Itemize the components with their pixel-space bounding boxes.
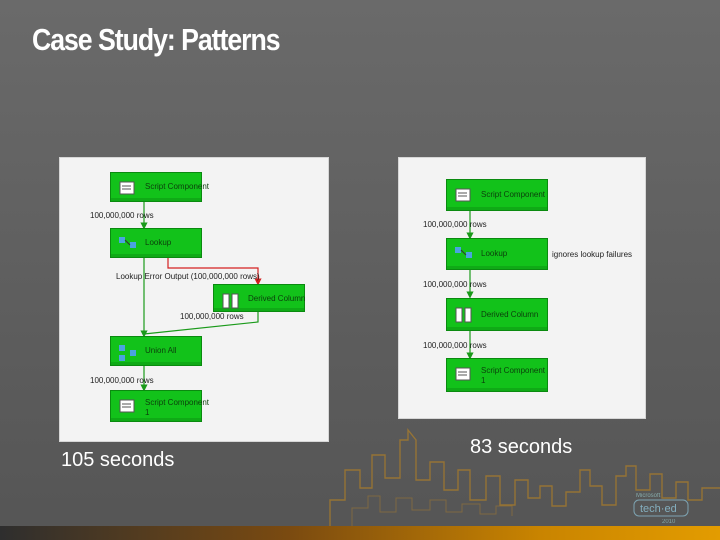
union-all-icon bbox=[119, 345, 136, 361]
union-all-component[interactable]: Union All bbox=[110, 336, 202, 366]
svg-text:2010: 2010 bbox=[662, 519, 676, 525]
lookup-icon bbox=[455, 247, 472, 258]
component-label: Script Component bbox=[145, 182, 210, 191]
script-component-source[interactable]: Script Component bbox=[110, 172, 209, 202]
lookup-component[interactable]: Lookup bbox=[446, 238, 548, 270]
derived-column-component[interactable]: Derived Column bbox=[446, 298, 548, 331]
panel-b-connectors bbox=[466, 211, 474, 360]
svg-text:tech·ed: tech·ed bbox=[640, 503, 677, 515]
derived-column-icon bbox=[455, 307, 472, 323]
component-label: Derived Column bbox=[481, 310, 539, 319]
slide-title: Case Study: Patterns bbox=[32, 22, 281, 57]
dataflow-diagram-pattern: Script Component 100,000,000 rows Lookup… bbox=[398, 157, 646, 419]
path-row-count: 100,000,000 rows bbox=[423, 341, 487, 350]
lookup-component[interactable]: Lookup bbox=[110, 228, 202, 258]
component-label: Derived Column bbox=[248, 294, 306, 303]
lookup-icon bbox=[119, 237, 136, 248]
component-label: Lookup bbox=[481, 249, 508, 258]
svg-text:Microsoft: Microsoft bbox=[636, 493, 661, 499]
script-component-icon bbox=[119, 399, 135, 413]
script-component-icon bbox=[455, 367, 471, 381]
path-row-count: 100,000,000 rows bbox=[423, 280, 487, 289]
component-label: Lookup bbox=[145, 238, 172, 247]
lookup-annotation: ignores lookup failures bbox=[552, 250, 633, 259]
caption-original: 105 seconds bbox=[61, 449, 175, 471]
component-label: Script Component bbox=[481, 190, 546, 199]
event-logo-icon: Microsoft tech·ed 2010 bbox=[633, 493, 689, 525]
caption-pattern: 83 seconds bbox=[470, 436, 573, 458]
derived-column-icon bbox=[222, 293, 239, 309]
panel-a-connectors bbox=[140, 202, 262, 392]
path-row-count: 100,000,000 rows bbox=[90, 211, 154, 220]
path-error-output: Lookup Error Output (100,000,000 rows) bbox=[116, 272, 260, 281]
path-row-count: 100,000,000 rows bbox=[180, 312, 244, 321]
script-component-icon bbox=[119, 181, 135, 195]
derived-column-component[interactable]: Derived Column bbox=[213, 284, 305, 312]
path-row-count: 100,000,000 rows bbox=[423, 220, 487, 229]
path-row-count: 100,000,000 rows bbox=[90, 376, 154, 385]
bottom-accent-bar bbox=[0, 526, 720, 540]
script-component-icon bbox=[455, 188, 471, 202]
component-label: Union All bbox=[145, 346, 177, 355]
dataflow-diagram-original: Script Component 100,000,000 rows Lookup… bbox=[59, 157, 329, 442]
script-component-source[interactable]: Script Component bbox=[446, 179, 548, 211]
